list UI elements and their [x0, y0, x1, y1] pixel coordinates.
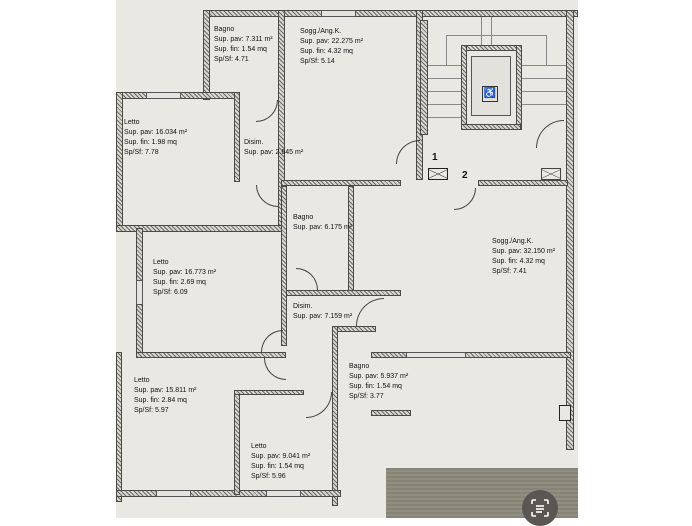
window-small — [559, 405, 571, 421]
wall — [116, 92, 123, 232]
wheelchair-accessible-icon: ♿ — [482, 86, 498, 102]
room-label-letto-2: Letto Sup. pav: 16.773 m² Sup. fin: 2.69… — [153, 259, 217, 296]
wall — [516, 45, 522, 130]
wall — [348, 186, 354, 296]
room-label-bagno-mid: Bagno Sup. pav: 6.175 m² — [293, 214, 353, 231]
wall — [234, 390, 240, 495]
entrance-marker-1: 1 — [432, 152, 438, 163]
window — [136, 280, 143, 305]
wall — [286, 290, 401, 296]
wall — [136, 352, 286, 358]
door — [261, 330, 283, 352]
wall — [281, 186, 287, 346]
door — [306, 392, 332, 418]
wall — [116, 352, 122, 502]
window — [406, 352, 466, 358]
room-label-letto-3: Letto Sup. pav: 15.811 m² Sup. fin: 2.84… — [134, 377, 197, 414]
room-label-letto-1: Letto Sup. pav: 16.034 m² Sup. fin: 1.98… — [124, 119, 188, 156]
room-label-sogg-top: Sogg./Ang.K. Sup. pav: 22.275 m² Sup. fi… — [300, 28, 364, 65]
wall — [234, 92, 240, 182]
room-label-bagno-low: Bagno Sup. pav: 5.937 m² Sup. fin: 1.54 … — [349, 363, 409, 400]
room-label-disim-1: Disim. Sup. pav: 2.645 m² — [244, 139, 304, 156]
entrance-marker-2: 2 — [462, 170, 468, 181]
window — [266, 490, 301, 497]
door — [356, 298, 384, 326]
wall — [461, 45, 521, 51]
floor-plan-sheet: ♿ 1 2 Bagno Sup. pav: 7.311 m² Sup. fin:… — [116, 0, 578, 518]
door — [264, 358, 286, 380]
shaft-box — [428, 168, 448, 180]
window — [146, 92, 181, 99]
wall — [420, 20, 428, 135]
room-label-sogg-right: Sogg./Ang.K. Sup. pav: 32.150 m² Sup. fi… — [492, 238, 556, 275]
room-label-bagno-top: Bagno Sup. pav: 7.311 m² Sup. fin: 1.54 … — [214, 26, 273, 63]
door — [536, 120, 564, 148]
wall — [478, 180, 568, 186]
window — [156, 490, 191, 497]
wall — [371, 410, 411, 416]
door — [454, 188, 476, 210]
wall — [332, 326, 338, 506]
scan-text-icon — [531, 499, 549, 517]
shaft-box — [541, 168, 561, 180]
room-label-letto-4: Letto Sup. pav: 9.041 m² Sup. fin: 1.54 … — [251, 443, 311, 480]
door — [256, 185, 278, 207]
door — [296, 268, 318, 290]
wall — [461, 124, 521, 130]
wall — [371, 352, 571, 358]
wall — [416, 10, 578, 17]
scan-text-button[interactable] — [522, 490, 558, 526]
window — [321, 10, 356, 17]
wall — [234, 390, 304, 395]
wall — [566, 10, 574, 450]
wall — [116, 490, 341, 497]
door — [256, 100, 278, 122]
wall — [461, 45, 467, 130]
wall — [203, 10, 210, 100]
door — [396, 140, 420, 164]
wall — [281, 180, 401, 186]
room-label-disim-2: Disim. Sup. pav: 7.159 m² — [293, 303, 353, 320]
wall — [336, 326, 376, 332]
